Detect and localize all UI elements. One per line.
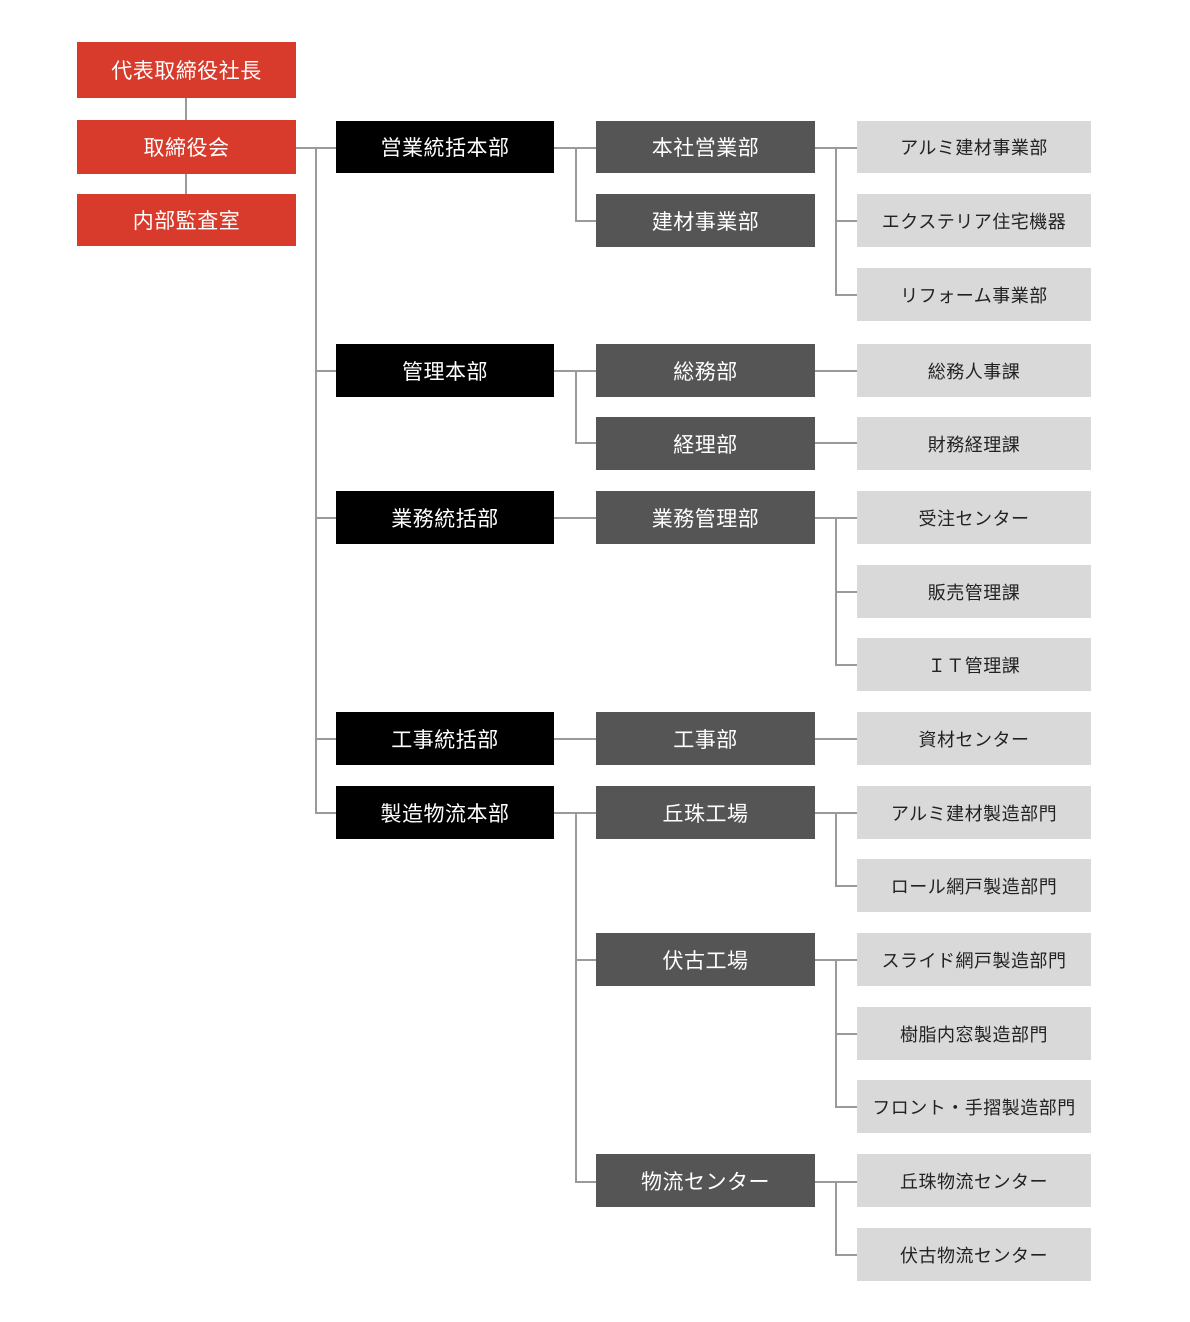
division-box: 工事統括部 [336,712,554,765]
section-box: 丘珠物流センター [857,1154,1091,1207]
connector-sec-branch [835,1033,857,1035]
section-box: 総務人事課 [857,344,1091,397]
department-box: 経理部 [596,417,815,470]
connector-sec-direct [815,370,857,372]
connector-sec-stub [815,812,836,814]
connector-dept-branch [575,147,596,149]
connector-sec-branch [835,812,857,814]
connector-dept-branch [575,442,596,444]
connector-dept-branch [575,220,596,222]
connector-sec-stub [815,1181,836,1183]
section-box: 資材センター [857,712,1091,765]
connector-sec-stub [815,517,836,519]
section-box: アルミ建材製造部門 [857,786,1091,839]
section-box: 財務経理課 [857,417,1091,470]
connector-sec-stub [815,959,836,961]
connector-sec-branch [835,517,857,519]
connector-division-trunk [315,147,317,814]
connector-sec-direct [815,738,857,740]
department-box: 工事部 [596,712,815,765]
connector-dept-direct [554,517,596,519]
connector-sec-branch [835,959,857,961]
connector-division-3 [315,517,336,519]
connector-dept-trunk [575,147,577,222]
department-box: 丘珠工場 [596,786,815,839]
connector-division-4 [315,738,336,740]
section-box: ロール網戸製造部門 [857,859,1091,912]
connector-sec-branch [835,885,857,887]
section-box: 受注センター [857,491,1091,544]
division-box: 製造物流本部 [336,786,554,839]
connector-sec-branch [835,220,857,222]
section-box: フロント・手摺製造部門 [857,1080,1091,1133]
section-box: 伏古物流センター [857,1228,1091,1281]
division-box: 管理本部 [336,344,554,397]
department-box: 総務部 [596,344,815,397]
department-box: 本社営業部 [596,121,815,173]
connector-division-2 [315,370,336,372]
connector-sec-trunk [835,812,837,887]
section-box: リフォーム事業部 [857,268,1091,321]
internal-audit-box: 内部監査室 [77,194,296,246]
section-box: アルミ建材事業部 [857,121,1091,173]
connector-board-horizontal [296,147,316,149]
board-box: 取締役会 [77,120,296,174]
connector-sec-trunk [835,1181,837,1256]
connector-sec-branch [835,1106,857,1108]
division-box: 営業統括本部 [336,121,554,173]
connector-sec-direct [815,442,857,444]
section-box: スライド網戸製造部門 [857,933,1091,986]
connector-sec-stub [815,147,836,149]
president-box: 代表取締役社長 [77,42,296,98]
connector-division-5 [315,812,336,814]
connector-dept-branch [575,1181,596,1183]
connector-sec-branch [835,1254,857,1256]
connector-dept-trunk [575,370,577,444]
connector-division-1 [315,147,336,149]
section-box: エクステリア住宅機器 [857,194,1091,247]
connector-sec-branch [835,1181,857,1183]
connector-dept-branch [575,370,596,372]
connector-sec-branch [835,664,857,666]
connector-dept-stub [554,812,576,814]
connector-dept-branch [575,959,596,961]
connector-dept-direct [554,738,596,740]
department-box: 伏古工場 [596,933,815,986]
section-box: ＩＴ管理課 [857,638,1091,691]
connector-dept-trunk [575,812,577,1183]
department-box: 業務管理部 [596,491,815,544]
department-box: 建材事業部 [596,194,815,247]
connector-sec-branch [835,591,857,593]
connector-sec-branch [835,294,857,296]
section-box: 販売管理課 [857,565,1091,618]
connector-dept-stub [554,147,576,149]
connector-dept-stub [554,370,576,372]
department-box: 物流センター [596,1154,815,1207]
division-box: 業務統括部 [336,491,554,544]
section-box: 樹脂内窓製造部門 [857,1007,1091,1060]
connector-sec-branch [835,147,857,149]
connector-dept-branch [575,812,596,814]
